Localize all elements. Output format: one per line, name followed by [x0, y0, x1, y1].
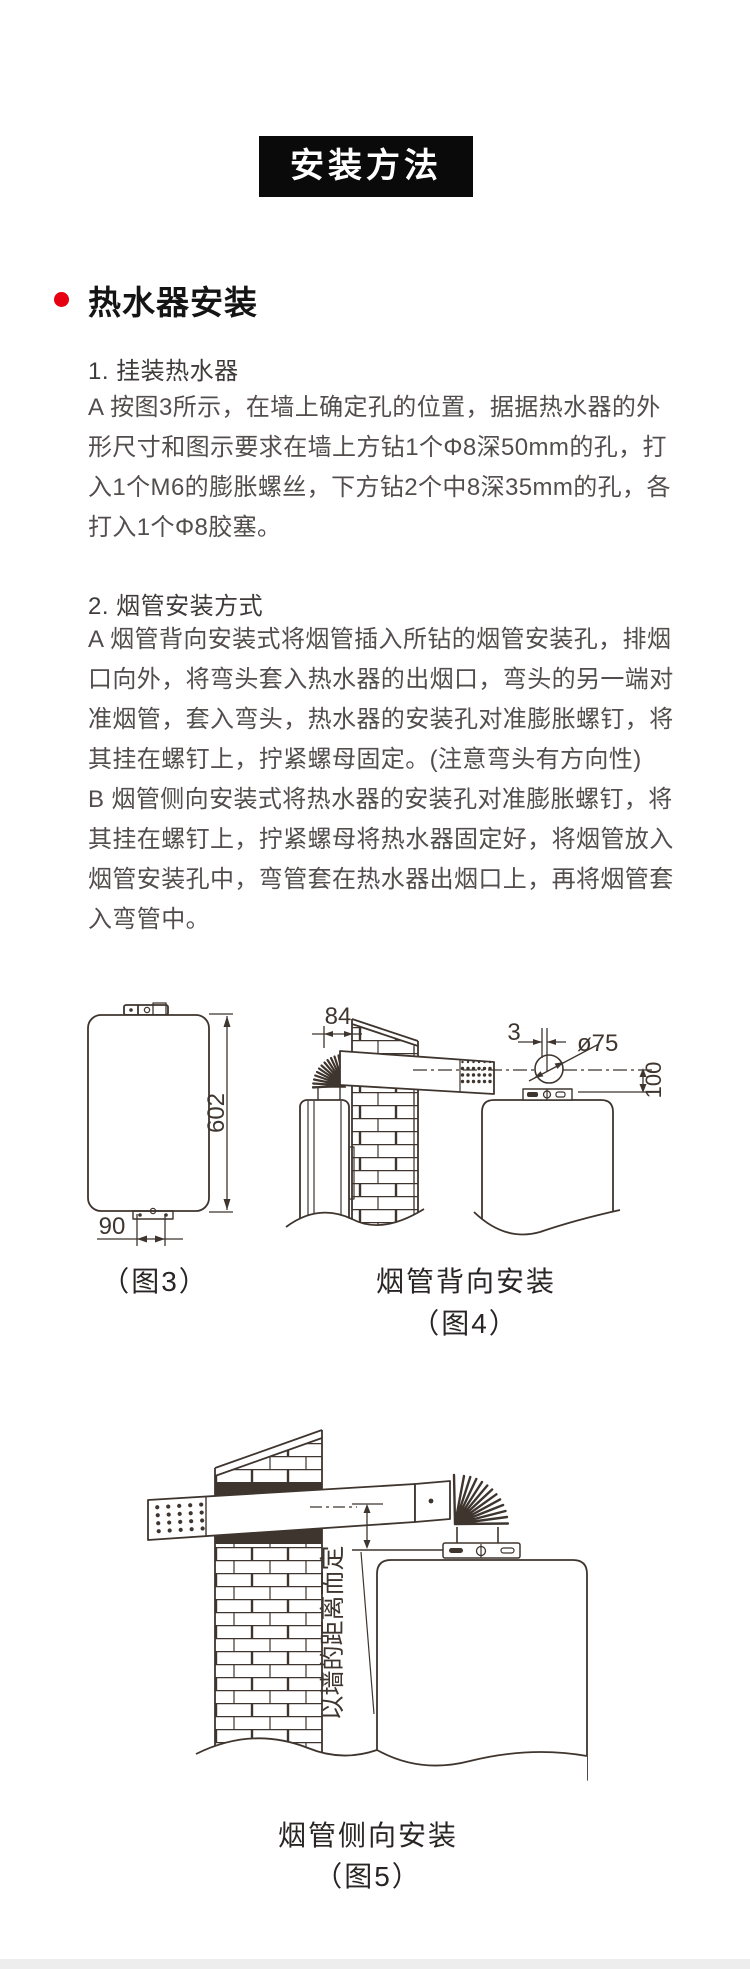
- fig5-pipe-perforations: [155, 1502, 205, 1534]
- section-header-badge: 安装方法: [259, 136, 473, 197]
- fig3-caption: （图3）: [101, 1266, 209, 1297]
- fig4-dim-gap-label: 3: [507, 1019, 520, 1046]
- step1-heading: 1. 挂装热水器: [88, 358, 239, 385]
- fig3-dim-width-label: 90: [99, 1213, 126, 1240]
- body-line: A 按图3所示，在墙上确定孔的位置，据据热水器的外: [88, 394, 661, 421]
- fig3-dim-height-label: 602: [203, 1093, 230, 1133]
- figure3-heater-front-view: 602 90: [87, 1002, 233, 1246]
- figure4-rear-install-diagram: 84 3 ø75: [285, 1003, 666, 1258]
- figure5-side-install-diagram: 以墙的距离而定: [147, 1429, 588, 1800]
- body-line: 入弯管中。: [88, 906, 210, 933]
- fig5-elbow-icon: [452, 1473, 510, 1526]
- fig4-caption: （图4）: [411, 1308, 519, 1339]
- body-line: 形尺寸和图示要求在墙上方钻1个Φ8深50mm的孔，打: [88, 434, 667, 461]
- red-bullet-icon: [54, 292, 69, 307]
- page-title: 热水器安装: [88, 284, 258, 321]
- body-line: 其挂在螺钉上，拧紧螺母将热水器固定好，将烟管放入: [88, 826, 674, 853]
- body-line: 入1个M6的膨胀螺丝，下方钻2个中8深35mm的孔，各: [88, 474, 671, 501]
- fig4-dim-diameter-label: ø75: [577, 1030, 618, 1057]
- fig5-caption: （图5）: [314, 1861, 422, 1892]
- body-line: 其挂在螺钉上，拧紧螺母固定。(注意弯头有方向性): [88, 746, 642, 773]
- fig5-note-label: 以墙的距离而定: [319, 1545, 347, 1720]
- step2-paragraph: A 烟管背向安装式将烟管插入所钻的烟管安装孔，排烟 口向外，将弯头套入热水器的出…: [88, 620, 688, 940]
- body-line: B 烟管侧向安装式将热水器的安装孔对准膨胀螺钉，将: [88, 786, 673, 813]
- fig5-title: 烟管侧向安装: [278, 1820, 459, 1851]
- fig4-pipe-perforations: [460, 1060, 492, 1084]
- step1-paragraph: A 按图3所示，在墙上确定孔的位置，据据热水器的外 形尺寸和图示要求在墙上方钻1…: [88, 388, 688, 548]
- body-line: 口向外，将弯头套入热水器的出烟口，弯头的另一端对: [88, 666, 674, 693]
- body-line: 准烟管，套入弯头，热水器的安装孔对准膨胀螺钉，将: [88, 706, 674, 733]
- body-line: A 烟管背向安装式将烟管插入所钻的烟管安装孔，排烟: [88, 626, 672, 653]
- figures-canvas: 602 90: [87, 1002, 666, 1800]
- step2-heading: 2. 烟管安装方式: [88, 593, 264, 620]
- page-bottom-divider: [0, 1959, 750, 1969]
- fig4-title: 烟管背向安装: [376, 1266, 557, 1297]
- body-line: 打入1个Φ8胶塞。: [88, 514, 282, 541]
- fig4-dim-height-label: 100: [641, 1062, 666, 1099]
- fig4-dim-offset-label: 84: [325, 1003, 352, 1030]
- body-line: 烟管安装孔中，弯管套在热水器出烟口上，再将烟管套: [88, 866, 674, 893]
